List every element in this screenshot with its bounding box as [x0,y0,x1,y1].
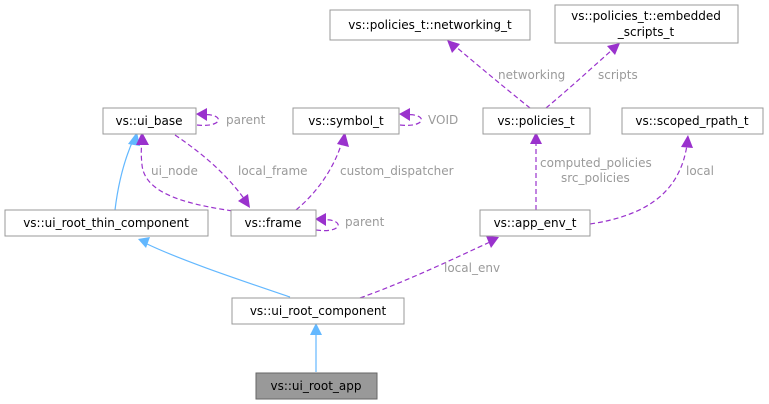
node-label-embedded-line1: vs::policies_t::embedded [571,9,721,23]
arrowhead-ui-node [136,132,149,145]
edge-label-parent-ui-base: parent [226,113,266,127]
edge-label-ui-node: ui_node [151,164,198,178]
node-frame[interactable]: vs::frame [230,209,317,237]
edge-ui-root-thin-component-to-ui-base [114,137,135,211]
arrowhead-ui-base-parent [196,108,207,121]
node-label-ui-base: vs::ui_base [116,114,183,128]
edge-label-computed-policies: computed_policies [540,156,652,170]
node-networking-t[interactable]: vs::policies_t::networking_t [329,9,531,41]
node-app-env-t[interactable]: vs::app_env_t [479,209,591,237]
node-label-scoped-rpath-t: vs::scoped_rpath_t [635,114,748,128]
node-label-embedded-line2: _scripts_t [617,25,675,39]
node-policies-t[interactable]: vs::policies_t [482,107,591,135]
edge-label-networking: networking [498,68,565,82]
edge-frame-ui-node-to-ui-base [140,141,241,213]
node-label-networking-t: vs::policies_t::networking_t [348,18,512,32]
node-label-app-env-t: vs::app_env_t [494,216,577,230]
arrowhead-ui-root-thin-component-inherit [138,237,150,248]
node-label-frame: vs::frame [244,216,301,230]
arrowhead-local [681,135,693,148]
arrowhead-ui-root-component-inherit [310,323,322,335]
edge-label-scripts: scripts [598,68,638,82]
edge-label-void: VOID [428,113,458,127]
arrowhead-custom-dispatcher [337,132,349,147]
node-label-policies-t: vs::policies_t [497,114,575,128]
arrowhead-computed-policies [530,132,542,144]
arrowhead-networking [447,40,460,53]
edge-app-env-t-local-to-scoped-rpath-t [589,144,688,225]
node-label-ui-root-thin-component: vs::ui_root_thin_component [23,216,189,230]
arrowhead-symbol-t-void [399,108,410,121]
edge-policies-t-networking [454,45,531,109]
edge-label-local: local [686,164,714,178]
node-embedded-scripts-t[interactable]: vs::policies_t::embedded _scripts_t [554,4,739,44]
arrowhead-scripts [607,43,620,55]
edge-ui-base-local-frame-to-frame [174,134,246,201]
node-ui-base[interactable]: vs::ui_base [102,107,197,135]
arrowhead-local-env [486,236,499,248]
node-label-ui-root-app: vs::ui_root_app [270,379,361,393]
node-scoped-rpath-t[interactable]: vs::scoped_rpath_t [621,107,764,135]
edge-ui-root-component-to-ui-root-thin-component [144,242,291,298]
edge-label-local-frame: local_frame [238,164,308,178]
edge-policies-t-scripts [545,49,613,109]
edge-label-custom-dispatcher: custom_dispatcher [340,164,454,178]
edge-ui-root-component-local-env-to-app-env-t [359,241,491,299]
edge-label-local-env: local_env [444,261,500,275]
edge-label-parent-frame: parent [345,215,385,229]
edge-label-src-policies: src_policies [561,171,630,185]
node-symbol-t[interactable]: vs::symbol_t [292,107,400,135]
arrowhead-ui-base-inherit [128,132,140,146]
arrowhead-frame-parent [315,213,326,226]
node-ui-root-component[interactable]: vs::ui_root_component [231,297,405,325]
node-ui-root-thin-component[interactable]: vs::ui_root_thin_component [4,209,209,237]
node-ui-root-app[interactable]: vs::ui_root_app [255,372,378,400]
arrowhead-local-frame [238,194,250,208]
node-label-ui-root-component: vs::ui_root_component [250,304,387,318]
edge-frame-custom-dispatcher-to-symbol-t [295,141,343,211]
node-label-symbol-t: vs::symbol_t [308,114,384,128]
